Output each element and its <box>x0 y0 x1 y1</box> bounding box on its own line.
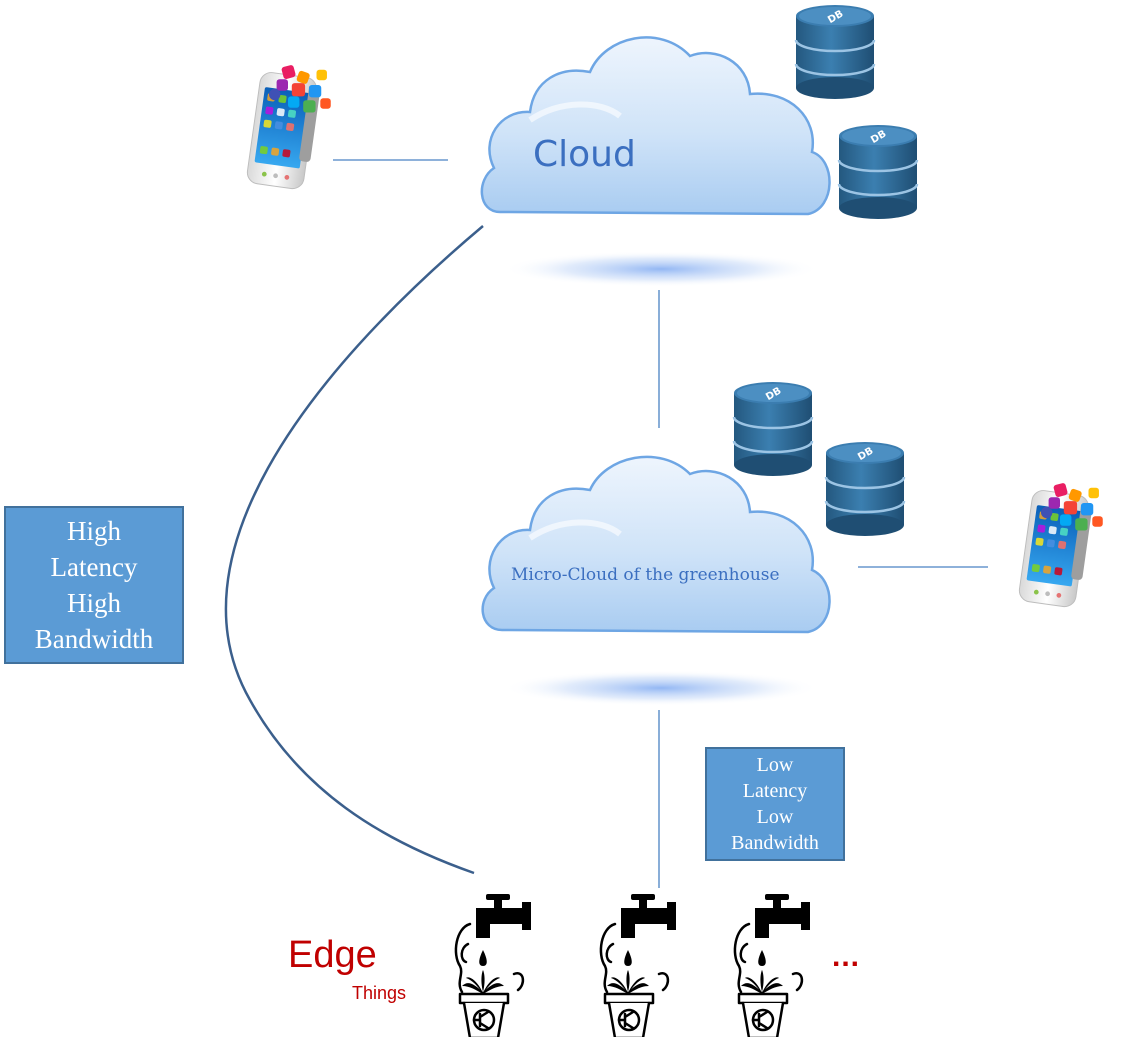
micro-cloud-shadow <box>503 670 819 706</box>
high-box-line: Bandwidth <box>34 624 154 654</box>
more-things-ellipsis: ... <box>832 940 861 973</box>
cloud-shadow <box>503 251 819 287</box>
cloud-to-edge-curve <box>224 225 484 875</box>
high-box-line: Latency <box>50 552 138 582</box>
low-box-line: Low <box>756 806 794 828</box>
high-latency-bandwidth-box: High Latency High Bandwidth <box>4 506 184 664</box>
database-icon: DB <box>732 380 814 478</box>
things-label: Things <box>352 983 407 1003</box>
cloud-label: Cloud <box>533 134 636 175</box>
high-box-line: High <box>67 588 121 618</box>
database-icon: DB <box>824 440 906 538</box>
smartphone-apps-icon <box>245 63 332 192</box>
irrigation-plant-icon <box>599 892 678 1037</box>
low-latency-bandwidth-box: Low Latency Low Bandwidth <box>705 747 845 861</box>
database-icon: DB <box>837 123 919 221</box>
smartphone-apps-icon <box>1017 481 1104 610</box>
database-icon: DB <box>794 3 876 101</box>
cloud-shape <box>480 36 831 216</box>
irrigation-plant-icon <box>733 892 812 1037</box>
low-box-line: Low <box>756 754 794 776</box>
micro-cloud-shape <box>481 455 831 634</box>
micro-cloud-label: Micro-Cloud of the greenhouse <box>511 565 780 585</box>
low-box-line: Bandwidth <box>731 832 819 854</box>
low-box-line: Latency <box>742 780 808 802</box>
edge-label: Edge <box>288 934 377 976</box>
high-box-line: High <box>67 516 121 546</box>
irrigation-plant-icon <box>454 892 533 1037</box>
